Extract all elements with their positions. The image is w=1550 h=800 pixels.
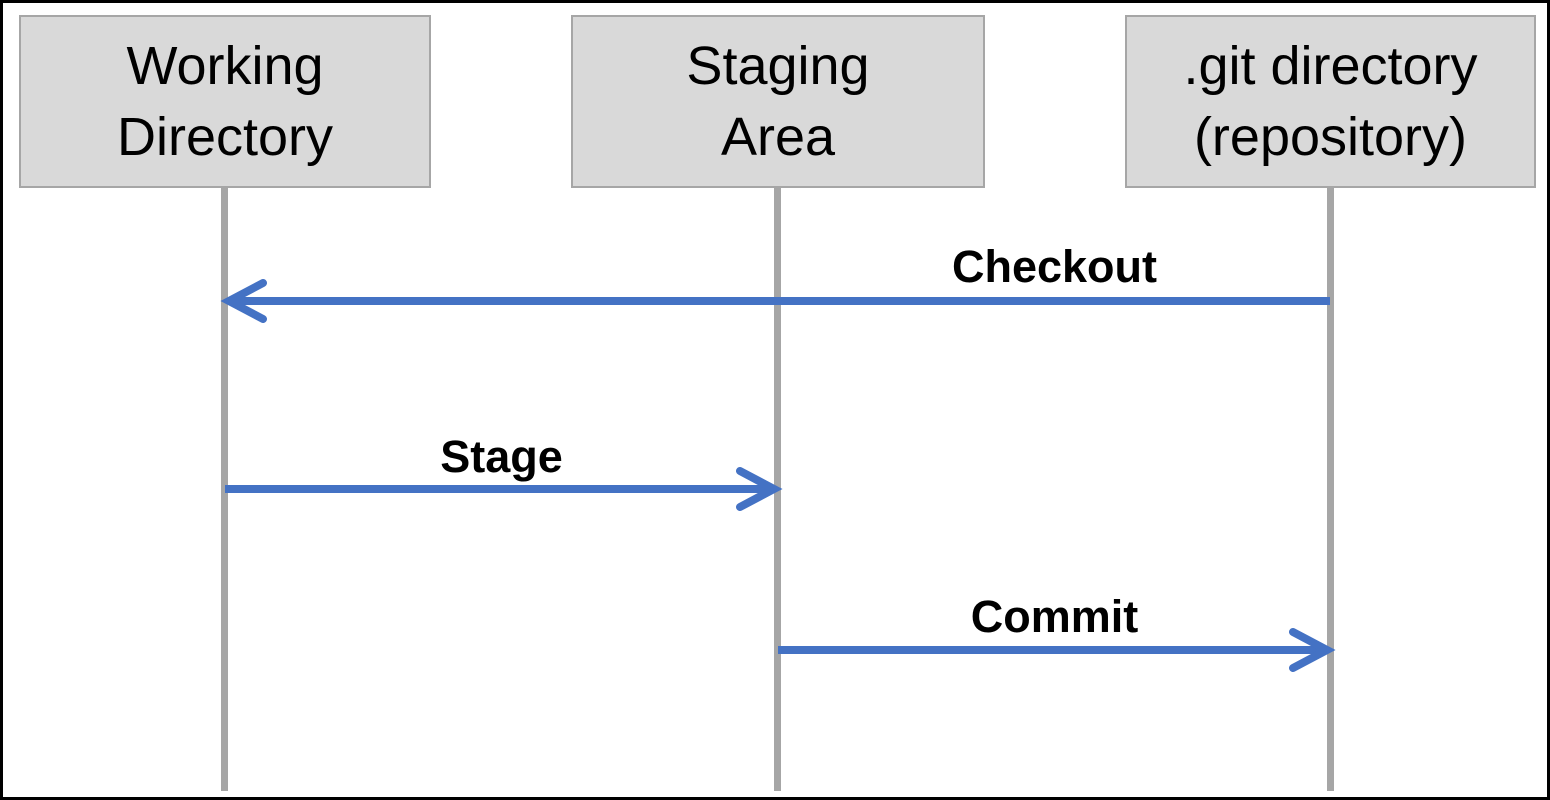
- actor-box-staging-area: Staging Area: [571, 15, 985, 188]
- message-label-commit: Commit: [970, 591, 1139, 642]
- actor-label-working-directory: Working Directory: [116, 35, 334, 167]
- actor-label-git-directory: .git directory (repository): [1183, 35, 1478, 167]
- arrows-layer: [220, 279, 1336, 672]
- actor-label-staging-area: Staging Area: [686, 35, 870, 167]
- lifeline-working-directory: [221, 188, 228, 791]
- message-label-checkout: Checkout: [951, 241, 1158, 292]
- message-label-stage: Stage: [440, 431, 563, 482]
- stage-arrowhead: [736, 467, 783, 511]
- commit-arrowhead: [1289, 628, 1336, 672]
- lifeline-git-directory: [1327, 188, 1334, 791]
- actor-box-working-directory: Working Directory: [19, 15, 431, 188]
- commit-arrow: [778, 628, 1336, 672]
- stage-arrow: [225, 467, 783, 511]
- actor-box-git-directory: .git directory (repository): [1125, 15, 1536, 188]
- checkout-arrow: [220, 279, 1330, 323]
- checkout-arrowhead: [220, 279, 267, 323]
